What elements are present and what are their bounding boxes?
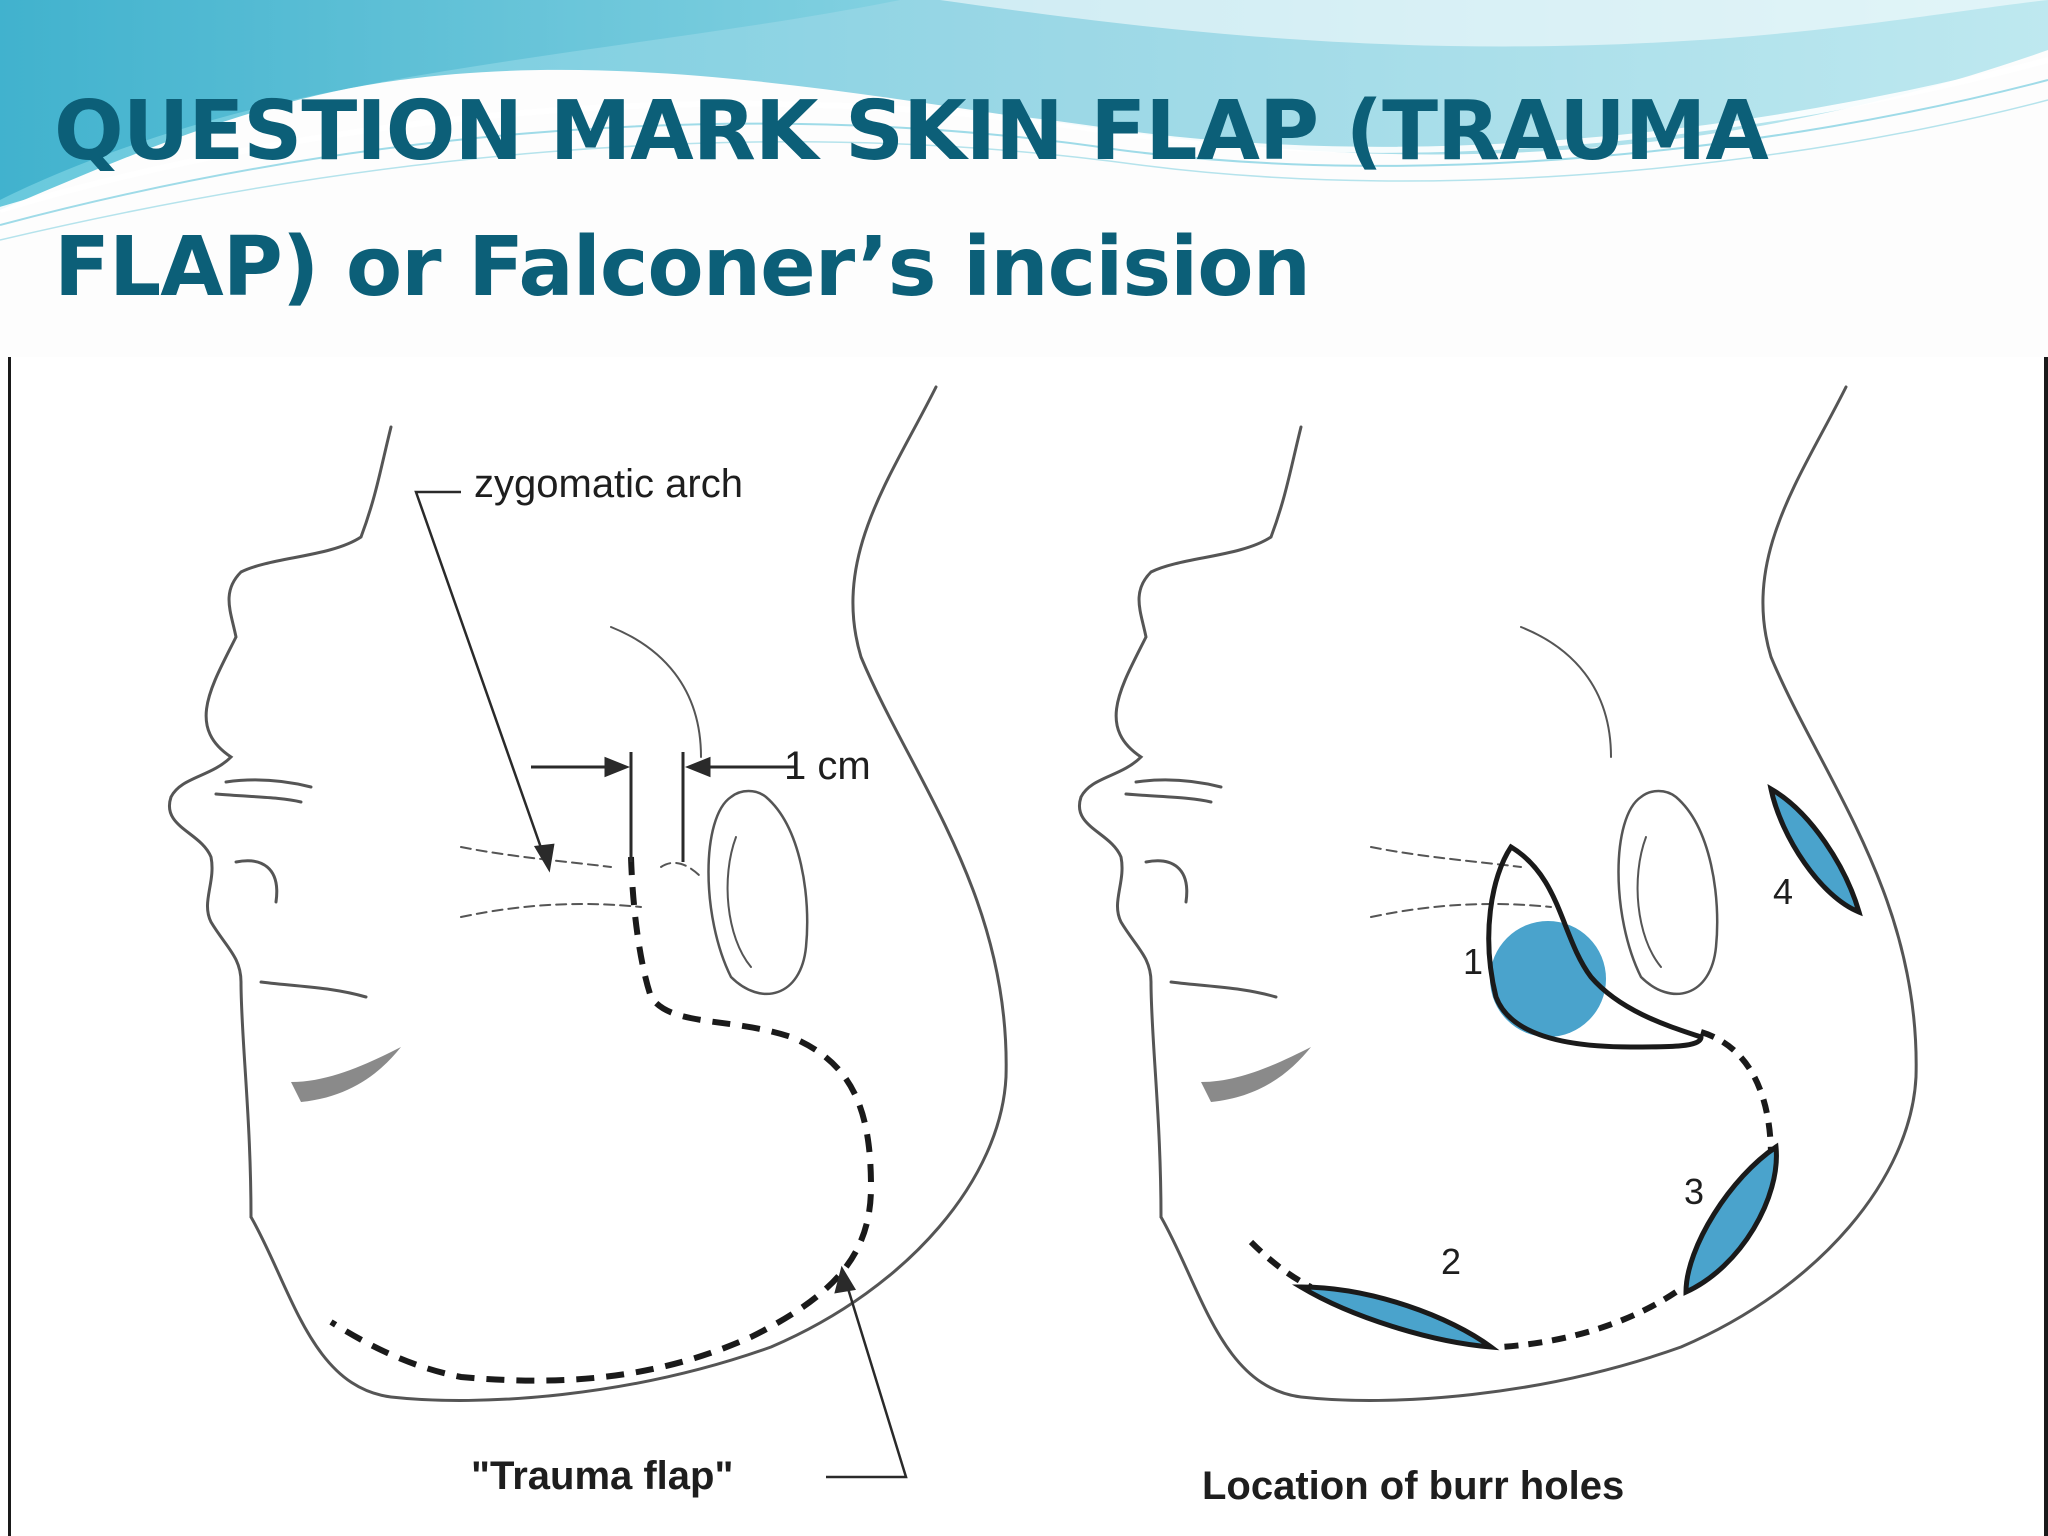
burr-hole-4 <box>1767 784 1863 917</box>
burr-hole-2 <box>1291 1284 1500 1351</box>
trauma-flap-leader <box>826 1265 908 1479</box>
burr-hole-4-number: 4 <box>1773 871 1793 912</box>
figure-panel: 1 cm zygomatic arch "Trauma flap" <box>8 357 2048 1536</box>
right-head-drawing <box>1077 385 1918 1402</box>
left-head-drawing <box>167 385 1008 1402</box>
burr-holes-caption: Location of burr holes <box>1202 1464 1624 1508</box>
trauma-flap-caption: "Trauma flap" <box>471 1454 733 1498</box>
slide-title: QUESTION MARK SKIN FLAP (TRAUMA FLAP) or… <box>54 84 1769 315</box>
right-lip-shading <box>1201 1047 1311 1102</box>
one-cm-measurement <box>531 752 796 862</box>
burr-hole-2-number: 2 <box>1441 1241 1461 1282</box>
zygomatic-arch-label: zygomatic arch <box>474 462 743 506</box>
header-wave-decoration <box>0 0 2048 360</box>
lip-shading <box>291 1047 401 1102</box>
measure-label: 1 cm <box>784 744 871 788</box>
trauma-flap-incision <box>329 856 875 1384</box>
zygomatic-leader <box>414 490 555 873</box>
incision-diagram: 1 cm zygomatic arch "Trauma flap" <box>167 385 1918 1508</box>
burr-hole-3-number: 3 <box>1684 1171 1704 1212</box>
burr-hole-1 <box>1486 843 1704 1050</box>
burr-hole-1-number: 1 <box>1463 941 1483 982</box>
burr-hole-incision <box>1248 1029 1774 1350</box>
burr-hole-3 <box>1683 1142 1779 1296</box>
